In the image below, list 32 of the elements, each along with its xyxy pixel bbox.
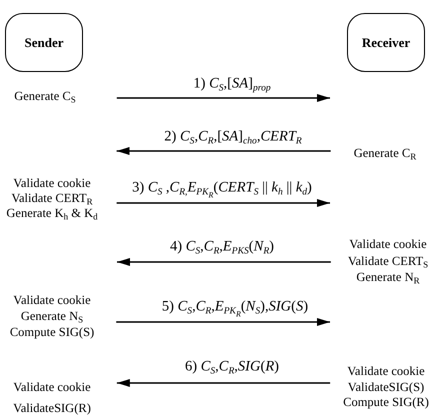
message-label: 4) C$_{S}$,C$_{R}$,E$_{PKS}$(N$_{R}$) bbox=[170, 238, 274, 256]
action-note: Compute SIG(R) bbox=[343, 395, 429, 410]
participant-box bbox=[5, 13, 83, 72]
action-note: ValidateSIG(S) bbox=[348, 380, 424, 395]
action-note: Generate C$_{R}$ bbox=[354, 145, 416, 161]
message-arrow bbox=[117, 258, 331, 266]
message-arrow bbox=[116, 318, 330, 326]
action-note: Generate K$_{h}$ & K$_{d}$ bbox=[6, 206, 98, 221]
action-note: Validate cookie bbox=[13, 379, 91, 396]
participant-name: Sender bbox=[24, 34, 64, 50]
action-note: ValidateSIG(R) bbox=[13, 400, 91, 417]
message-label: 5) C$_{S}$,C$_{R}$,E$_{PK}$$_{R}$(N$_{S}$),SIG(S) bbox=[162, 298, 308, 316]
message-label: 6) C$_{S}$,C$_{R}$,SIG(R) bbox=[184, 358, 280, 376]
action-note: Validate cookie bbox=[13, 176, 91, 191]
action-note: Validate cookie bbox=[349, 236, 427, 252]
participant-name: Receiver bbox=[362, 34, 410, 50]
message-arrow bbox=[116, 199, 330, 207]
message-arrow bbox=[116, 147, 331, 155]
message-arrow bbox=[116, 379, 330, 387]
action-note: Validate CERT$_{S}$ bbox=[348, 252, 428, 269]
action-note: Generate N$_{S}$ bbox=[20, 308, 84, 324]
message-label: 3) C$_{S}$ ,C$_{R,}$E$_{PK}$$_{R}$(CERT$_{S}$ || k$_{h}$ || k$_{d}$) bbox=[132, 180, 312, 196]
action-note: Generate C$_{S}$ bbox=[14, 88, 76, 104]
action-note: Validate CERT$_{R}$ bbox=[11, 191, 93, 206]
action-note: Validate cookie bbox=[347, 364, 425, 380]
message-label: 1) C$_{S}$,[SA]$_{prop}$ bbox=[193, 76, 271, 92]
action-note: Compute SIG(S) bbox=[10, 324, 94, 340]
message-label: 2) C$_{S}$,C$_{R}$,[SA]$_{cho}$,CERT$_{R}$ bbox=[164, 128, 302, 146]
action-note: Validate cookie bbox=[13, 292, 91, 308]
action-note: Generate N$_{R}$ bbox=[356, 269, 420, 286]
message-arrow bbox=[116, 94, 330, 102]
participant-box bbox=[347, 13, 425, 72]
